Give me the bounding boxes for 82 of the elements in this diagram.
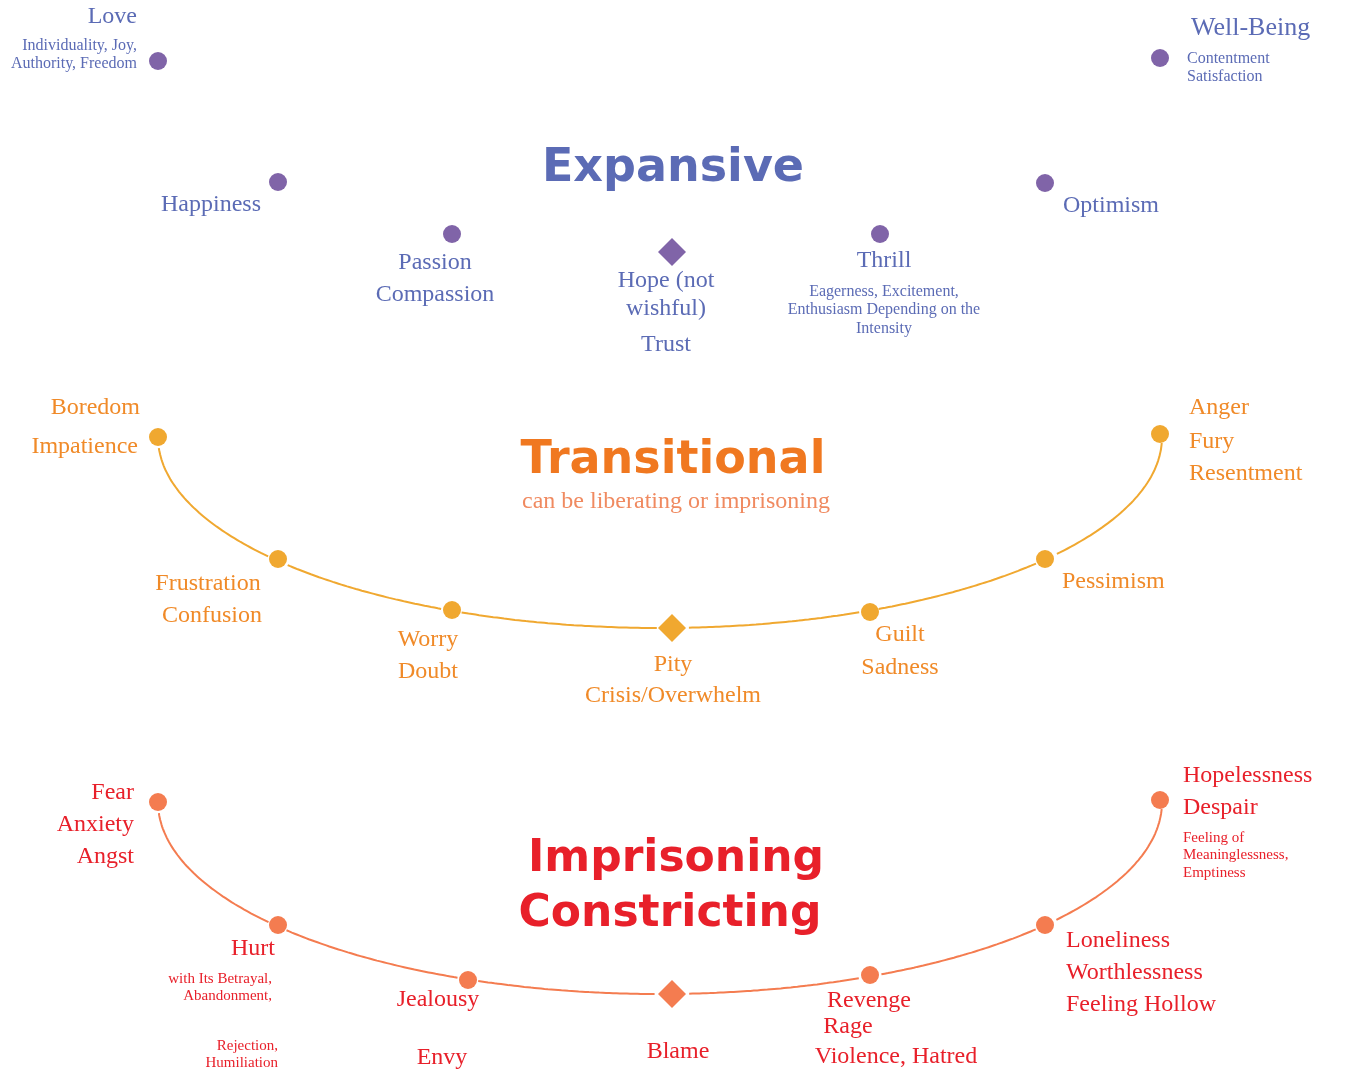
emotion-label: Despair: [1183, 793, 1258, 821]
emotion-label: Loneliness: [1066, 926, 1170, 954]
dot-marker: [1036, 550, 1054, 568]
arc-line: [687, 611, 861, 629]
emotion-label: Confusion: [162, 601, 262, 629]
emotion-label: Love: [87, 2, 137, 30]
emotion-label: Revenge: [827, 986, 911, 1014]
emotion-label: Rage: [823, 1012, 873, 1040]
emotion-label: Happiness: [161, 190, 261, 218]
arc-line: [286, 564, 443, 610]
dot-marker: [149, 52, 167, 70]
emotion-label: Fear: [91, 778, 134, 806]
emotion-label: Guilt: [875, 620, 925, 648]
emotion-label: Passion: [398, 248, 472, 276]
emotion-label: Individuality, Joy, Authority, Freedom: [9, 36, 137, 73]
dot-marker: [1036, 916, 1054, 934]
arc-line: [285, 929, 459, 979]
category-heading: Constricting: [518, 887, 822, 936]
arc-line: [1055, 442, 1163, 555]
arc-line: [157, 447, 270, 558]
emotion-label: Sadness: [861, 653, 939, 681]
emotion-label: Rejection, Humiliation: [204, 1037, 278, 1072]
emotion-label: Hopelessness: [1183, 761, 1313, 789]
emotion-label: Crisis/Overwhelm: [585, 681, 761, 709]
emotion-label: Feeling Hollow: [1066, 990, 1216, 1018]
arc-line: [477, 980, 656, 995]
emotion-label: Boredom: [50, 393, 140, 421]
emotion-label: Anxiety: [56, 810, 134, 838]
emotion-label: Worthlessness: [1066, 958, 1203, 986]
dot-marker: [269, 550, 287, 568]
arc-line: [1055, 808, 1163, 921]
dot-marker: [871, 225, 889, 243]
emotion-label: Pessimism: [1062, 567, 1165, 595]
emotion-label: Frustration: [155, 569, 261, 597]
arc-line: [157, 812, 270, 924]
arc-line: [877, 562, 1037, 610]
category-heading: Imprisoning: [527, 832, 825, 881]
dot-marker: [443, 225, 461, 243]
emotion-label: Eagerness, Excitement, Enthusiasm Depending on the Intensity: [786, 282, 982, 338]
dot-marker: [269, 916, 287, 934]
emotion-label: Anger: [1189, 393, 1249, 421]
arc-line: [688, 977, 860, 995]
dot-marker: [269, 173, 287, 191]
emotion-label: Fury: [1189, 427, 1235, 455]
dot-marker: [443, 601, 461, 619]
dot-marker: [861, 603, 879, 621]
arc-line: [880, 928, 1037, 976]
arc-line: [460, 611, 658, 629]
emotion-label: Feeling of Meaninglessness, Emptiness: [1183, 829, 1290, 881]
dot-marker: [1151, 49, 1169, 67]
emotion-label: Impatience: [31, 432, 138, 460]
emotion-label: Well-Being: [1191, 12, 1311, 42]
emotion-label: Angst: [76, 842, 134, 870]
emotion-label: Contentment Satisfaction: [1187, 49, 1271, 86]
emotion-label: Thrill: [856, 246, 912, 274]
subtitle: can be liberating or imprisoning: [522, 487, 830, 514]
emotion-label: Envy: [416, 1043, 468, 1071]
diamond-marker: [657, 237, 687, 267]
emotion-label: Doubt: [398, 657, 458, 685]
dot-marker: [1151, 425, 1169, 443]
emotion-label: Violence, Hatred: [814, 1042, 978, 1070]
emotion-label: Hope (not wishful): [616, 266, 716, 322]
emotion-label: Jealousy: [396, 985, 480, 1013]
diamond-marker: [657, 613, 687, 643]
emotion-label: Pity: [653, 650, 693, 678]
diamond-marker: [657, 979, 687, 1009]
category-heading: Transitional: [520, 432, 826, 483]
dot-marker: [149, 428, 167, 446]
emotion-label: Worry: [397, 625, 459, 653]
dot-marker: [1151, 791, 1169, 809]
emotion-label: Hurt: [231, 934, 275, 962]
emotion-label: Resentment: [1189, 459, 1303, 487]
dot-marker: [149, 793, 167, 811]
emotion-label: Optimism: [1063, 191, 1159, 219]
dot-marker: [459, 971, 477, 989]
emotion-label: Compassion: [375, 280, 495, 308]
emotion-label: with Its Betrayal, Abandonment,: [167, 970, 272, 1005]
dot-marker: [861, 966, 879, 984]
emotion-label: Blame: [646, 1037, 710, 1065]
emotion-label: Trust: [641, 330, 691, 358]
dot-marker: [1036, 174, 1054, 192]
category-heading: Expansive: [541, 140, 805, 191]
